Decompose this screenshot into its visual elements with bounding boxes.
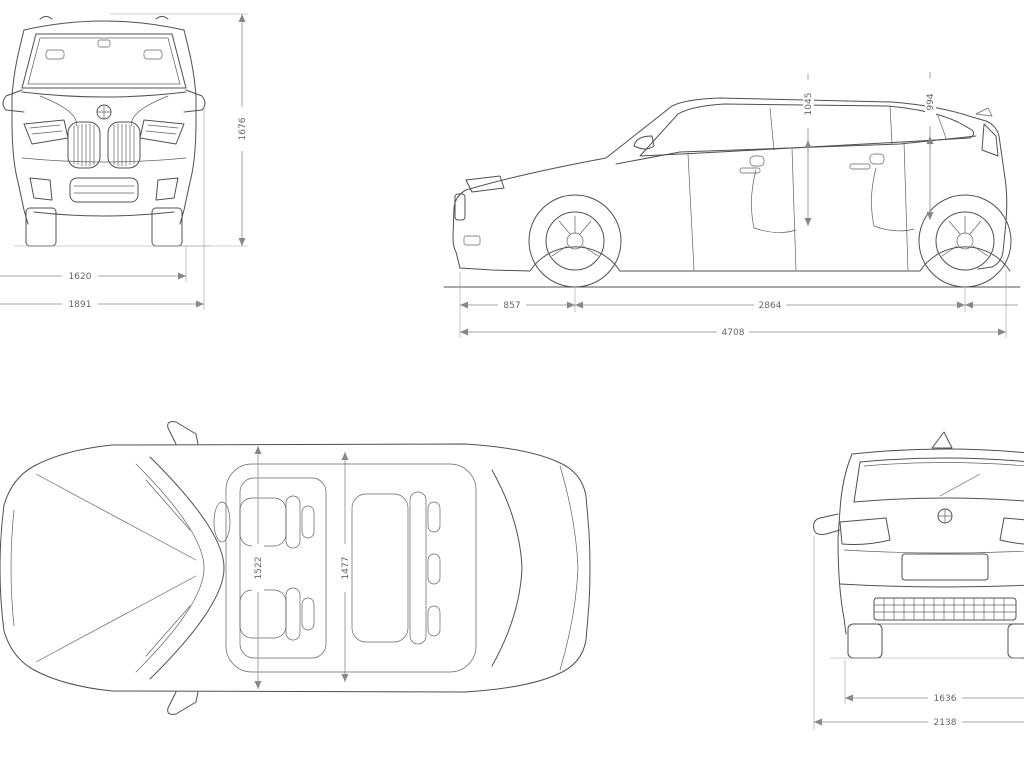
front-view-dimensions: 1676 1620 1891 — [0, 14, 248, 310]
front-view-drawing — [3, 17, 210, 247]
roof-antenna-icon — [932, 432, 952, 448]
lower-air-intake — [70, 178, 138, 202]
top-view: 1522 1477 — [0, 410, 600, 730]
side-interior-dimensions: 1045 994 — [803, 72, 936, 226]
length-dim-label: 4708 — [722, 328, 745, 338]
front-seats — [240, 496, 314, 640]
rear-view-dimensions: 1636 2138 — [814, 536, 1024, 730]
side-vent-right — [156, 178, 178, 200]
taillight-right — [1000, 518, 1024, 545]
front-overhang-dim-label: 857 — [503, 301, 520, 311]
headlight-left — [24, 120, 68, 144]
side-length-dimensions: 857 2864 987 4708 — [460, 270, 1024, 338]
license-plate-recess — [902, 554, 988, 580]
side-view-drawing — [444, 98, 1020, 287]
roof-antenna-icon — [976, 108, 992, 116]
rear-seats — [352, 492, 440, 644]
rear-headroom-dim-label: 994 — [926, 93, 936, 110]
width-dim-label: 1891 — [69, 300, 92, 310]
taillight — [982, 124, 998, 156]
mirror-bottom — [168, 692, 198, 714]
rear-wiper — [940, 474, 980, 496]
front-view: 1676 1620 1891 — [0, 0, 260, 345]
bmw-roundel-icon — [97, 105, 111, 119]
roof-outline — [226, 464, 476, 672]
headlight — [466, 176, 504, 192]
front-wheel — [529, 195, 621, 287]
headrest-right — [144, 50, 162, 59]
door-handle-rear — [850, 164, 870, 169]
side-mirror-left — [3, 90, 24, 112]
fog-lamp — [464, 236, 480, 245]
door-handle-front — [740, 168, 760, 173]
rear-tire-right — [1008, 624, 1024, 658]
kidney-grille — [68, 122, 140, 168]
bmw-roundel-icon — [938, 509, 952, 523]
rear-wheel — [919, 195, 1011, 287]
sunroof — [240, 478, 326, 658]
mirror-left — [814, 514, 840, 535]
track-dim-label: 1620 — [69, 272, 92, 282]
rear-diffuser — [874, 598, 1016, 620]
rear-track-dim-label: 1636 — [934, 694, 957, 704]
taillight-left — [840, 518, 890, 545]
rear-tire-left — [848, 624, 882, 658]
wheelbase-dim-label: 2864 — [759, 301, 782, 311]
side-view: 1045 994 857 2864 987 4708 — [440, 40, 1024, 350]
headlight-right — [140, 120, 184, 144]
rear-interior-width-dim-label: 1477 — [341, 557, 351, 580]
seats — [750, 154, 914, 233]
height-dim-label: 1676 — [238, 117, 248, 140]
top-view-drawing — [0, 422, 590, 715]
front-headroom-dim-label: 1045 — [804, 93, 814, 116]
side-mirror-right — [184, 90, 205, 112]
grille-side — [455, 194, 465, 220]
side-vent-left — [30, 178, 52, 200]
side-mirror — [634, 136, 654, 149]
wipers — [146, 480, 190, 656]
mirror-top — [168, 422, 198, 444]
headrest-left — [46, 50, 64, 59]
width-mirrors-dim-label: 2138 — [934, 718, 957, 728]
top-view-dimensions: 1522 1477 — [252, 446, 351, 689]
steering-wheel — [214, 502, 230, 542]
rear-view-drawing — [814, 432, 1024, 658]
rear-view: 1636 2138 — [790, 418, 1024, 768]
rearview-mirror — [98, 40, 110, 47]
front-interior-width-dim-label: 1522 — [254, 557, 264, 580]
